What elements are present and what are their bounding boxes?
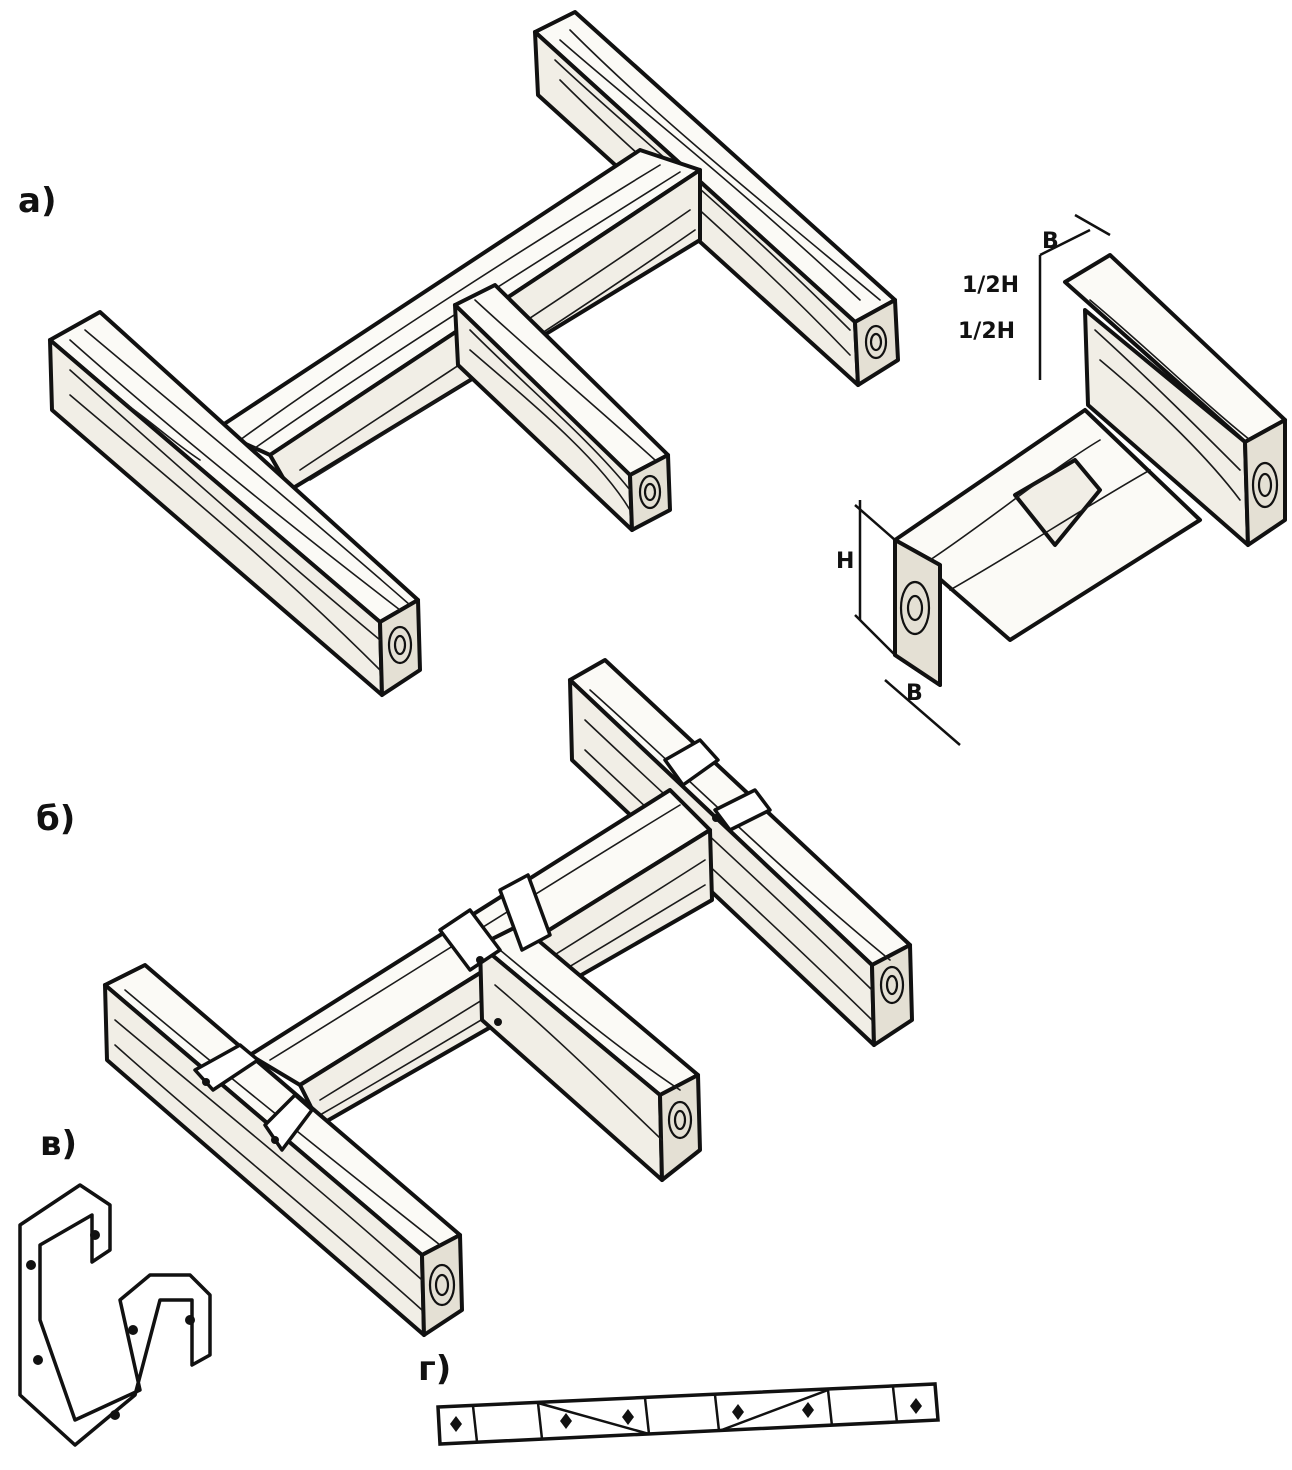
figure-a-frame: а) 1/2H 1/2H B H B [18,10,1287,746]
figure-v-strap: в) [18,1124,212,1447]
dim-b-bottom: B [906,681,923,706]
figure-b-mid-beam [478,923,702,1182]
figure-b-frame: б) [36,658,914,1337]
u-strap-icon [18,1183,212,1447]
figure-a-dimension-lines [854,213,1111,746]
figure-g-plate: г) [418,1349,940,1446]
figure-a-lap-detail [893,253,1287,687]
dim-half-h-upper: 1/2H [962,273,1019,298]
figure-a-mid-beam [453,283,672,532]
label-b: б) [36,799,75,839]
dim-h: H [836,549,854,574]
dim-b-top: B [1042,229,1059,254]
strap-icon [663,738,720,787]
dim-half-h-lower: 1/2H [958,319,1015,344]
label-g: г) [418,1349,451,1389]
figure-b-straps [193,738,772,1152]
figure-a-front-beam [48,310,422,697]
strap-icon [438,908,502,972]
label-v: в) [40,1124,77,1164]
strap-icon [713,788,772,832]
label-a: а) [18,181,56,221]
strap-icon [498,873,552,952]
perforated-plate-icon [436,1382,940,1446]
